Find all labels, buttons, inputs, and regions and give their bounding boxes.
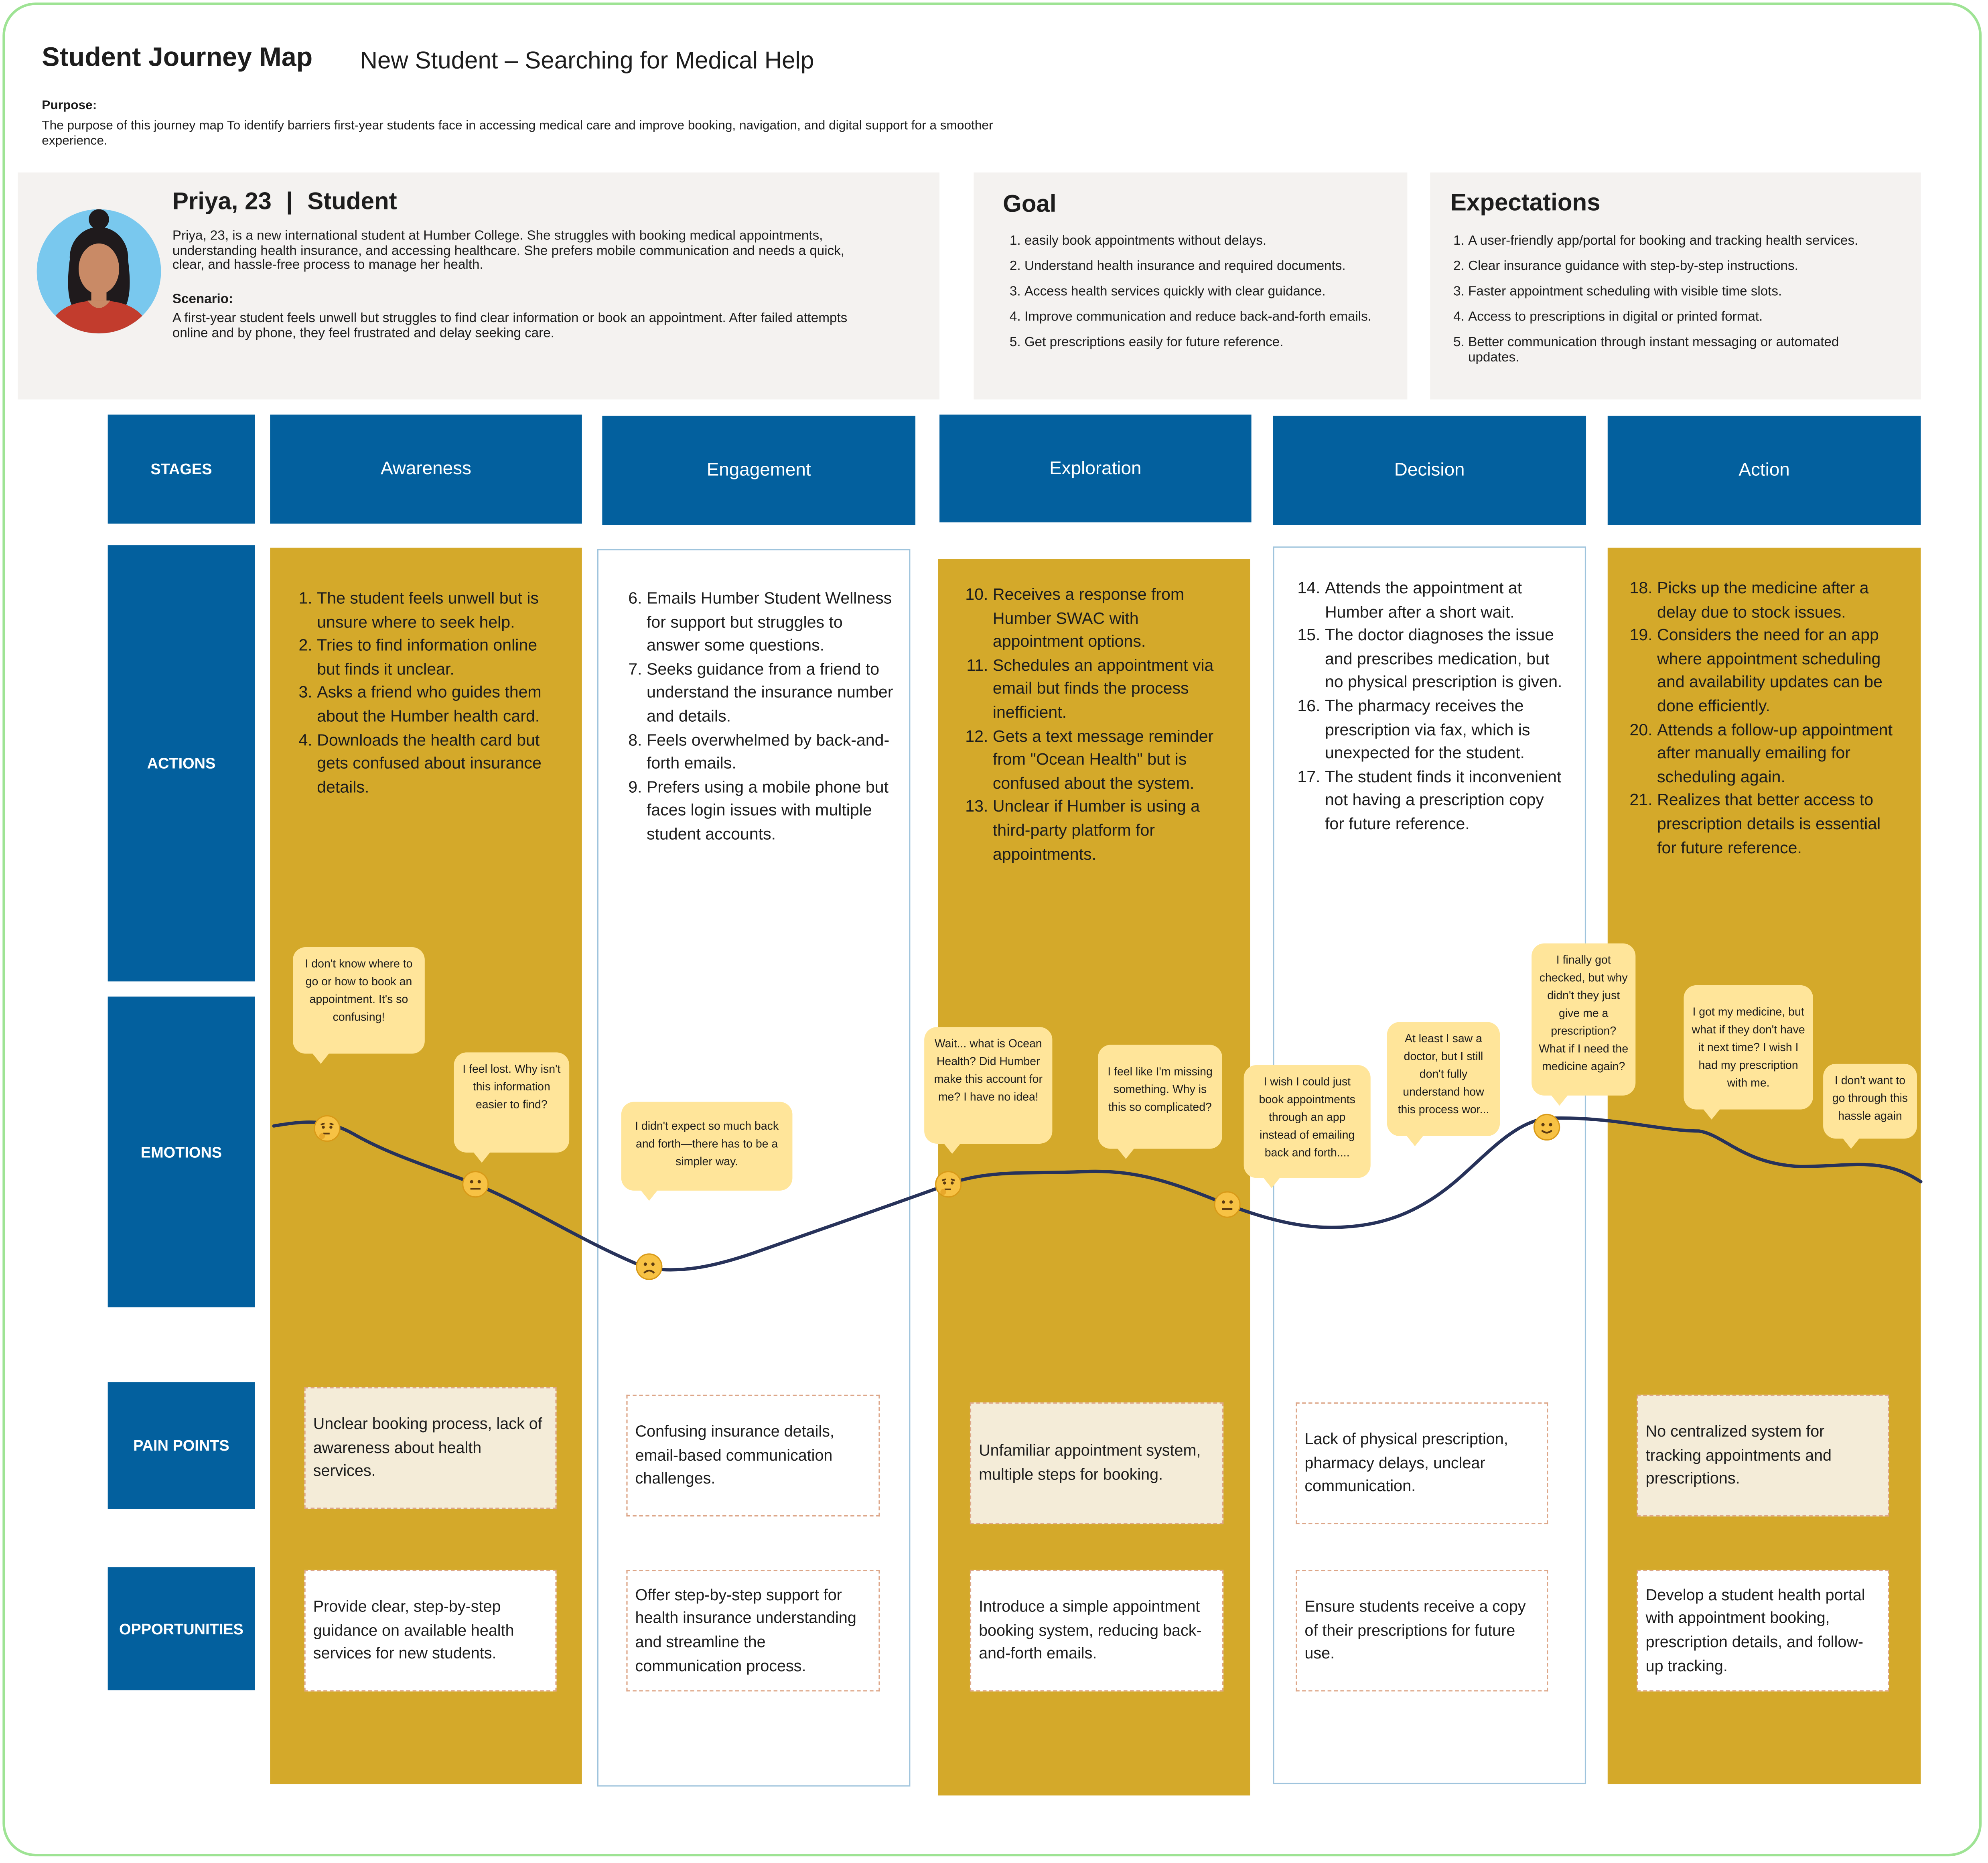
emotion-quote: Wait... what is Ocean Health? Did Humber… [924,1027,1052,1144]
emotion-quote: I got my medicine, but what if they don'… [1684,985,1813,1110]
pain-point-text: Unfamiliar appointment system, multiple … [979,1440,1215,1487]
emotion-quote: I finally got checked, but why didn't th… [1532,944,1635,1096]
opportunity-text: Offer step-by-step support for health in… [635,1583,871,1678]
emotion-quote: I feel lost. Why isn't this information … [454,1052,570,1153]
pain-point-text: Confusing insurance details, email-based… [635,1420,871,1491]
pain-point-card: Unfamiliar appointment system, multiple … [970,1402,1223,1524]
emotion-quote: I didn't expect so much back and forth—t… [621,1102,793,1191]
opportunity-text: Introduce a simple appointment booking s… [979,1595,1215,1666]
frowning-face-icon [635,1253,663,1281]
emotion-quote: I wish I could just book appointments th… [1244,1065,1371,1178]
thinking-face-icon [934,1170,962,1198]
emotion-quote: At least I saw a doctor, but I still don… [1387,1022,1500,1136]
opportunity-card: Introduce a simple appointment booking s… [970,1570,1223,1691]
emotion-quote: I don't know where to go or how to book … [293,947,425,1053]
opportunity-card: Ensure students receive a copy of their … [1296,1570,1548,1691]
opportunity-card: Develop a student health portal with app… [1637,1570,1889,1691]
pain-point-text: Unclear booking process, lack of awarene… [313,1412,548,1483]
opportunity-text: Provide clear, step-by-step guidance on … [313,1595,548,1666]
thinking-face-icon [313,1114,341,1143]
emotion-quote: I don't want to go through this hassle a… [1823,1064,1917,1138]
opportunity-card: Provide clear, step-by-step guidance on … [304,1570,557,1691]
opportunity-text: Ensure students receive a copy of their … [1304,1595,1539,1666]
neutral-face-icon [461,1170,489,1198]
slight-smile-icon [1533,1113,1561,1141]
opportunity-text: Develop a student health portal with app… [1646,1583,1880,1678]
neutral-face-icon [1213,1191,1241,1219]
pain-point-text: Lack of physical prescription, pharmacy … [1304,1428,1539,1498]
pain-point-card: Lack of physical prescription, pharmacy … [1296,1402,1548,1524]
pain-point-card: Confusing insurance details, email-based… [626,1395,880,1516]
pain-point-card: Unclear booking process, lack of awarene… [304,1387,557,1509]
pain-point-card: No centralized system for tracking appoi… [1637,1395,1889,1516]
opportunity-card: Offer step-by-step support for health in… [626,1570,880,1691]
pain-point-text: No centralized system for tracking appoi… [1646,1420,1880,1491]
emotion-quote: I feel like I'm missing something. Why i… [1098,1045,1222,1149]
